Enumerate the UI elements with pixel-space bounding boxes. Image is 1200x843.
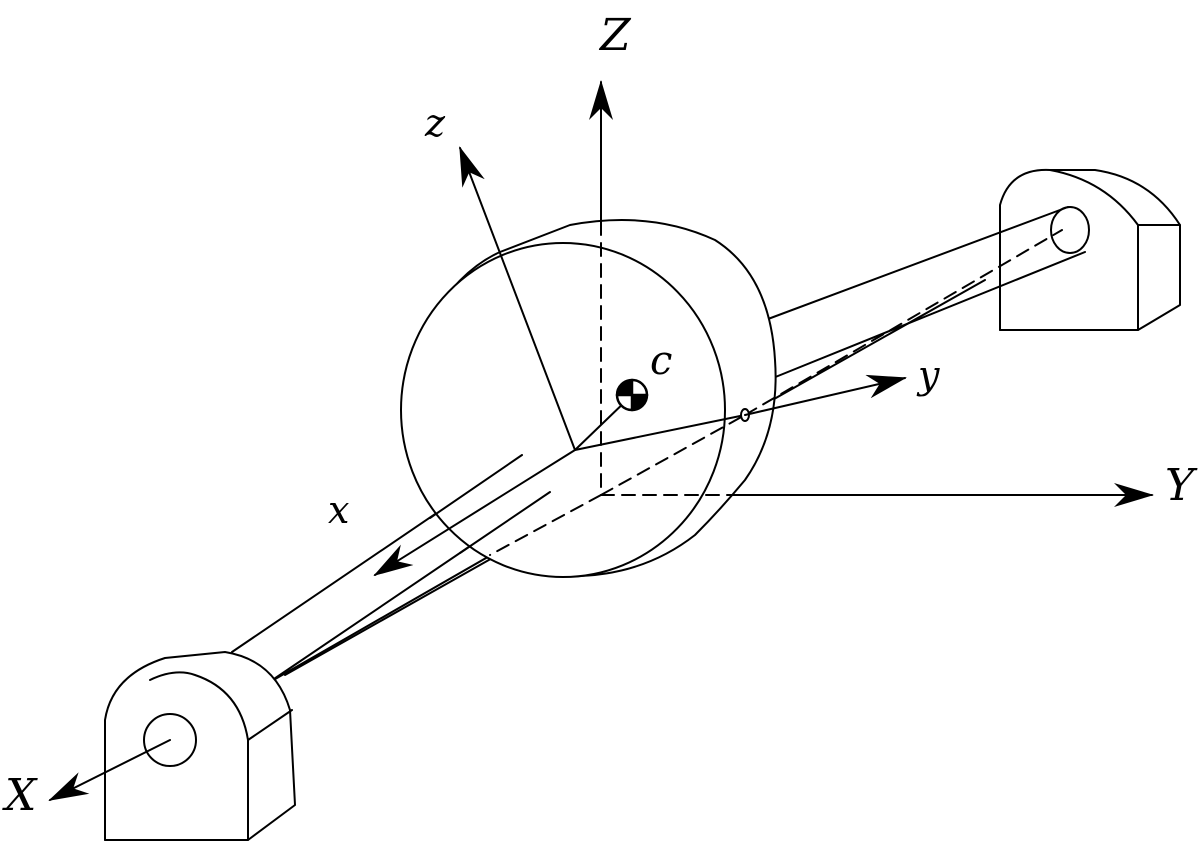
left-bearing-support <box>104 651 296 841</box>
right-shaft <box>759 206 1086 381</box>
local-axes <box>373 146 907 577</box>
rotor-disk <box>400 219 777 578</box>
local-x-axis <box>373 449 576 577</box>
local-y-label: y <box>916 353 940 397</box>
center-of-mass-icon <box>615 378 649 412</box>
center-label: c <box>650 338 672 384</box>
global-x-label: X <box>2 770 38 821</box>
local-y-axis <box>744 374 907 416</box>
local-z-axis <box>459 146 576 451</box>
global-axes <box>48 80 1154 801</box>
right-bearing-support <box>999 168 1181 331</box>
global-z-label: Z <box>598 10 632 61</box>
shaft-front <box>429 454 551 554</box>
local-x-label: x <box>328 488 349 532</box>
global-y-label: Y <box>1165 460 1198 511</box>
global-x-axis <box>48 739 171 801</box>
local-z-label: z <box>424 101 446 145</box>
hidden-lines <box>489 221 1063 556</box>
